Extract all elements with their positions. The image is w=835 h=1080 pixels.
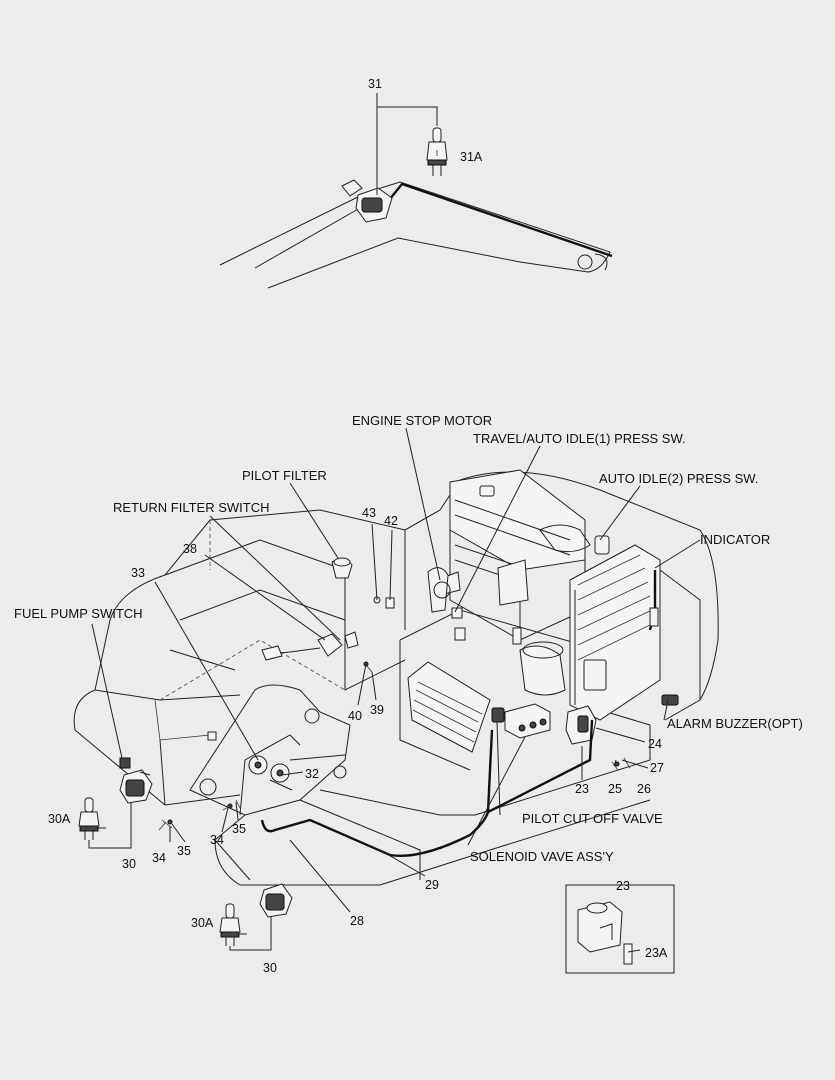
- part-30a-bottom: 30A: [191, 916, 214, 930]
- part-30-bottom: 30: [263, 961, 277, 975]
- inset-tank-23: [577, 901, 633, 965]
- label-alarm-buzzer: ALARM BUZZER(OPT): [667, 716, 803, 731]
- bulb-30a-bottom: [219, 903, 247, 946]
- part-31: 31: [368, 77, 382, 91]
- radiator: [569, 544, 661, 721]
- boom-assembly: [219, 181, 613, 289]
- oil-cooler: [407, 661, 491, 753]
- label-pilot-cut-off-valve: PILOT CUT OFF VALVE: [522, 811, 663, 826]
- boom-foot: [189, 684, 351, 816]
- part-38: 38: [183, 542, 197, 556]
- part-24: 24: [648, 737, 662, 751]
- frame-floor: [214, 609, 651, 886]
- horn-32: [248, 755, 293, 791]
- pilot-cut-off-valve: [565, 705, 597, 745]
- upper-frame: [73, 471, 719, 806]
- part-42: 42: [384, 514, 398, 528]
- part-23a: 23A: [645, 946, 668, 960]
- switches: [119, 557, 679, 769]
- label-engine-stop-motor: ENGINE STOP MOTOR: [352, 413, 492, 428]
- boom-work-lamp: [341, 179, 393, 223]
- part-34-a: 34: [152, 851, 166, 865]
- leader-30-bottom: [229, 917, 272, 951]
- part-31a: 31A: [460, 150, 483, 164]
- part-39: 39: [370, 703, 384, 717]
- harness-29: [487, 719, 594, 814]
- part-35-a: 35: [177, 844, 191, 858]
- part-33: 33: [131, 566, 145, 580]
- part-23: 23: [575, 782, 589, 796]
- label-pilot-filter: PILOT FILTER: [242, 468, 327, 483]
- part-43: 43: [362, 506, 376, 520]
- part-29: 29: [425, 878, 439, 892]
- part-32: 32: [305, 767, 319, 781]
- part-26: 26: [637, 782, 651, 796]
- part-28: 28: [350, 914, 364, 928]
- solenoid-valve: [491, 703, 551, 739]
- label-solenoid-valve: SOLENOID VAVE ASS'Y: [470, 849, 614, 864]
- engine: [449, 469, 610, 696]
- bolts: [158, 661, 631, 831]
- bulb-30a-left: [78, 797, 106, 840]
- part-35-b: 35: [232, 822, 246, 836]
- label-fuel-pump-switch: FUEL PUMP SWITCH: [14, 606, 143, 621]
- leader-lines: [91, 427, 701, 953]
- part-25: 25: [608, 782, 622, 796]
- label-travel-auto-idle: TRAVEL/AUTO IDLE(1) PRESS SW.: [473, 431, 686, 446]
- label-indicator: INDICATOR: [700, 532, 770, 547]
- leader-31: [376, 93, 438, 195]
- part-40: 40: [348, 709, 362, 723]
- part-34-b: 34: [210, 833, 224, 847]
- label-auto-idle-2: AUTO IDLE(2) PRESS SW.: [599, 471, 758, 486]
- halogen-bulb-31a: [426, 127, 448, 176]
- work-lamp-left: [119, 769, 153, 804]
- part-30-left: 30: [122, 857, 136, 871]
- label-return-filter-switch: RETURN FILTER SWITCH: [113, 500, 269, 515]
- part-30a-left: 30A: [48, 812, 71, 826]
- work-lamp-bottom: [259, 883, 293, 918]
- part-27: 27: [650, 761, 664, 775]
- harness-28: [260, 729, 494, 857]
- part-23-inset: 23: [616, 879, 630, 893]
- leader-30-left: [88, 803, 132, 849]
